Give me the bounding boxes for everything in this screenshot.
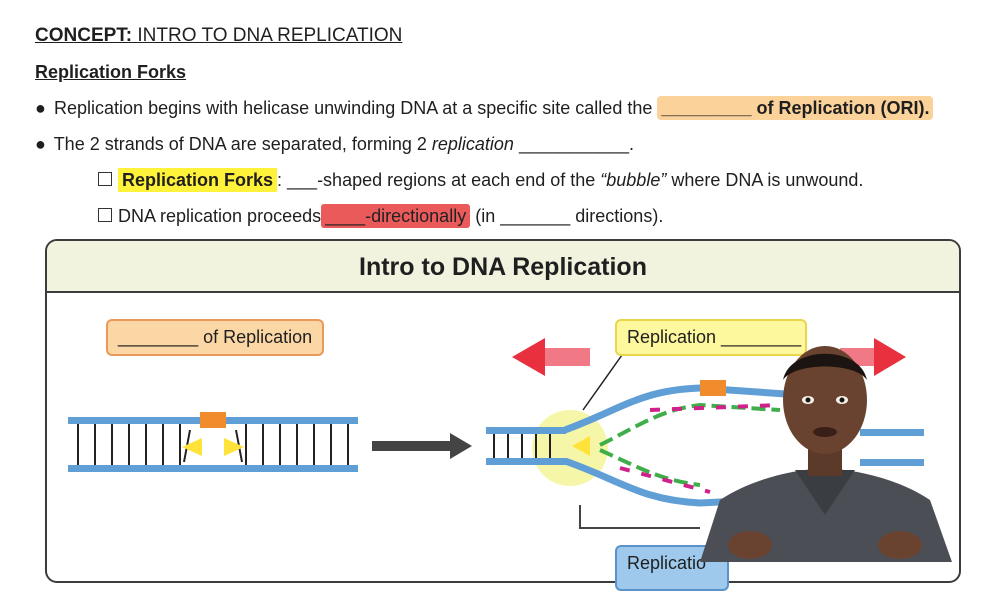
forks-highlight: Replication Forks <box>118 168 278 192</box>
replication-bubble <box>486 354 924 529</box>
concept-label: CONCEPT: <box>35 25 133 46</box>
bullet-2-text: The 2 strands of DNA are separated, form… <box>53 134 432 154</box>
bullet-dot: ● <box>35 134 46 154</box>
process-arrow-icon <box>372 433 472 459</box>
sub-bullet-1-end: where DNA is unwound. <box>666 170 864 190</box>
bullet-1: ● Replication begins with helicase unwin… <box>35 96 934 120</box>
dna-diagram <box>68 338 924 529</box>
concept-title-text: INTRO TO DNA REPLICATION <box>137 25 403 46</box>
left-helicase-icon <box>182 438 202 456</box>
bullet-2: ● The 2 strands of DNA are separated, fo… <box>35 134 634 155</box>
bullet-2-italic: replication <box>431 134 514 154</box>
bullet-dot: ● <box>35 98 46 118</box>
section-title: Replication Forks <box>35 62 187 82</box>
sub-bullet-2-after: (in _______ directions). <box>470 206 664 226</box>
sub-bullet-2: DNA replication proceeds____-directional… <box>98 204 664 228</box>
right-helicase-icon <box>224 438 244 456</box>
fork-label-tag: Replication ________ <box>615 319 807 356</box>
checkbox-icon <box>98 208 112 223</box>
left-direction-arrow-icon <box>512 338 590 376</box>
linear-dna <box>68 412 358 472</box>
ori-highlight: _________ of Replication (ORI). <box>657 96 934 120</box>
sub-bullet-1-text: : ___-shaped regions at each end of the <box>277 170 601 190</box>
bullet-2-after: ___________. <box>513 134 635 154</box>
fork-helicase-icon <box>572 436 590 456</box>
origin-label-tag: ________ of Replication <box>106 319 325 356</box>
directional-highlight: ____-directionally <box>321 204 471 228</box>
bullet-1-text: Replication begins with helicase unwindi… <box>54 98 658 118</box>
origin-marker <box>200 412 226 428</box>
panel-title: Intro to DNA Replication <box>47 241 959 293</box>
concept-title: CONCEPT: INTRO TO DNA REPLICATION <box>35 25 402 47</box>
presenter-video <box>700 346 952 562</box>
fork-origin-marker <box>700 380 726 396</box>
sub-bullet-1: Replication Forks: ___-shaped regions at… <box>98 168 864 192</box>
bubble-italic: “bubble” <box>600 170 667 190</box>
checkbox-icon <box>98 172 112 187</box>
sub-bullet-2-text: DNA replication proceeds <box>118 206 322 226</box>
fork-pointer-line <box>582 354 623 411</box>
